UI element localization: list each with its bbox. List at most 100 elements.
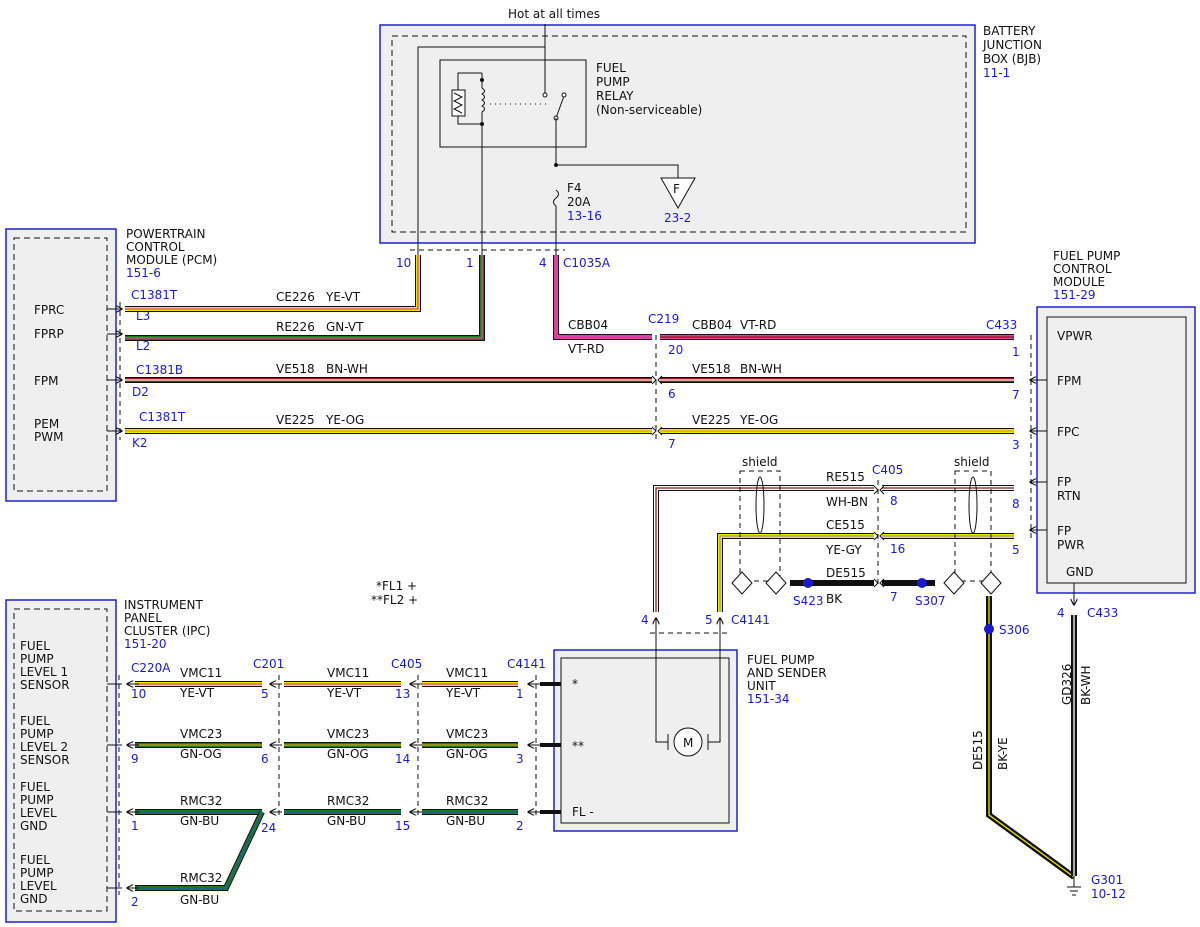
ipc-pin-label-line: FUEL bbox=[20, 780, 50, 794]
wire-label: VMC23 bbox=[446, 727, 488, 741]
motor-symbol: M bbox=[683, 736, 693, 750]
pin-number: 3 bbox=[1012, 438, 1020, 452]
wire-label: YE-GY bbox=[825, 543, 862, 557]
pin-number: 2 bbox=[516, 819, 524, 833]
wire-label: DE515 bbox=[826, 566, 866, 580]
wire-label: RMC32 bbox=[327, 794, 369, 808]
wire-label: BN-WH bbox=[740, 362, 782, 376]
connector-c433: C433 bbox=[986, 318, 1017, 332]
ground-name: G301 bbox=[1091, 873, 1123, 887]
wire-label: RMC32 bbox=[446, 794, 488, 808]
fpcm-pin-leads bbox=[1030, 380, 1074, 605]
wire-label: YE-VT bbox=[325, 290, 361, 304]
relay-label-line: RELAY bbox=[596, 89, 634, 103]
connector-c219: C219 bbox=[648, 312, 679, 326]
wire-cbb04 bbox=[553, 255, 652, 340]
wire-label: GN-OG bbox=[327, 747, 369, 761]
connector-c1035a: C1035A bbox=[563, 256, 611, 270]
pcm-pin-leads bbox=[107, 309, 122, 431]
pin-number: 6 bbox=[668, 387, 676, 401]
ground-page-ref: 10-12 bbox=[1091, 887, 1126, 901]
ipc-pin-label-line: LEVEL 1 bbox=[20, 665, 68, 679]
connector-c405: C405 bbox=[391, 657, 422, 671]
wire-label: RMC32 bbox=[180, 871, 222, 885]
connector-c4141: C4141 bbox=[731, 613, 770, 627]
wire-label: DE515 bbox=[971, 730, 985, 770]
splice-label-s306: S306 bbox=[999, 623, 1030, 637]
fpsu-page-ref: 151-34 bbox=[747, 692, 790, 706]
pin-number: 13 bbox=[395, 687, 410, 701]
relay-label-line: FUEL bbox=[596, 61, 626, 75]
pin-number: L2 bbox=[136, 339, 150, 353]
shield-right bbox=[954, 470, 992, 582]
fpsu-pin-fl-minus: FL - bbox=[572, 805, 594, 819]
pin-number: 1 bbox=[516, 687, 524, 701]
bjb-name-line: BOX (BJB) bbox=[983, 52, 1041, 66]
wire-label: YE-VT bbox=[179, 686, 215, 700]
wire-label: CE515 bbox=[826, 518, 865, 532]
wire-label: YE-VT bbox=[445, 686, 481, 700]
wire-label: CBB04 bbox=[692, 318, 732, 332]
pcm-name-line: CONTROL bbox=[126, 240, 185, 254]
wire-label: RE515 bbox=[826, 470, 865, 484]
pin-number: 5 bbox=[1012, 543, 1020, 557]
wire-label: BK-YE bbox=[996, 737, 1010, 770]
pcm-pin-fprp: FPRP bbox=[34, 327, 64, 341]
wire-label: GD326 bbox=[1060, 664, 1074, 705]
pin-number: 14 bbox=[395, 752, 410, 766]
pin-number: 4 bbox=[1057, 606, 1065, 620]
pin-number: 8 bbox=[1012, 497, 1020, 511]
fuse-page-ref: 13-16 bbox=[567, 209, 602, 223]
ipc-pin-label-line: PUMP bbox=[20, 866, 54, 880]
fpcm-pin-rtn: RTN bbox=[1057, 489, 1081, 503]
wire-label: GN-BU bbox=[180, 814, 219, 828]
wire-ce226 bbox=[125, 255, 421, 312]
wire-de515-c bbox=[986, 596, 1076, 880]
wire-label: GN-OG bbox=[446, 747, 488, 761]
bjb-page-ref: 11-1 bbox=[983, 66, 1010, 80]
fuel-pump-relay: FUEL PUMP RELAY (Non-serviceable) bbox=[439, 24, 702, 148]
wire-label: GN-VT bbox=[326, 320, 364, 334]
pin-number: 1 bbox=[131, 819, 139, 833]
wire-ce515-a bbox=[717, 533, 874, 612]
fpcm-module bbox=[1036, 306, 1196, 594]
wire-label: GN-BU bbox=[446, 814, 485, 828]
shield-drain-diamonds bbox=[731, 571, 1002, 595]
fpsu-name-line: AND SENDER bbox=[747, 666, 827, 680]
relay-output-junction bbox=[554, 163, 558, 167]
c405-terminal-marks bbox=[873, 485, 885, 588]
splice-s423 bbox=[803, 578, 813, 588]
fpcm-pin-fp: FP bbox=[1057, 475, 1071, 489]
shield-label: shield bbox=[954, 455, 990, 469]
pcm-module bbox=[5, 228, 117, 502]
fpsu-pin-fl1: * bbox=[572, 677, 578, 691]
wire-label: VE225 bbox=[692, 413, 731, 427]
ground-reference-page: 23-2 bbox=[664, 211, 691, 225]
pin-number: 5 bbox=[705, 613, 713, 627]
ipc-name-line: INSTRUMENT bbox=[124, 598, 203, 612]
pin-number: 8 bbox=[890, 494, 898, 508]
fpcm-pin-gnd: GND bbox=[1066, 565, 1094, 579]
ipc-pin-label-line: FUEL bbox=[20, 853, 50, 867]
ipc-pin-label-line: LEVEL 2 bbox=[20, 740, 68, 754]
fpcm-pin-pwr: PWR bbox=[1057, 538, 1084, 552]
fpcm-name-line: CONTROL bbox=[1053, 262, 1112, 276]
ipc-name-line: PANEL bbox=[124, 611, 162, 625]
connector-c4141: C4141 bbox=[507, 657, 546, 671]
c219-terminal-marks bbox=[651, 375, 663, 436]
ipc-pin-label-line: FUEL bbox=[20, 714, 50, 728]
connector-c220a: C220A bbox=[131, 661, 171, 675]
fpsu-pump-leads bbox=[656, 618, 720, 633]
fuse-rating: 20A bbox=[567, 195, 591, 209]
ipc-pin-label-line: GND bbox=[20, 819, 48, 833]
wire-label: VE225 bbox=[276, 413, 315, 427]
bjb-internal-wiring bbox=[417, 46, 679, 255]
wire-rmc32_d bbox=[135, 810, 265, 891]
connector-c405: C405 bbox=[872, 463, 903, 477]
pin-number: 10 bbox=[131, 687, 146, 701]
hot-at-all-times-note: Hot at all times bbox=[508, 7, 600, 21]
ground-symbol bbox=[1067, 876, 1081, 896]
ipc-pin-label-line: GND bbox=[20, 892, 48, 906]
